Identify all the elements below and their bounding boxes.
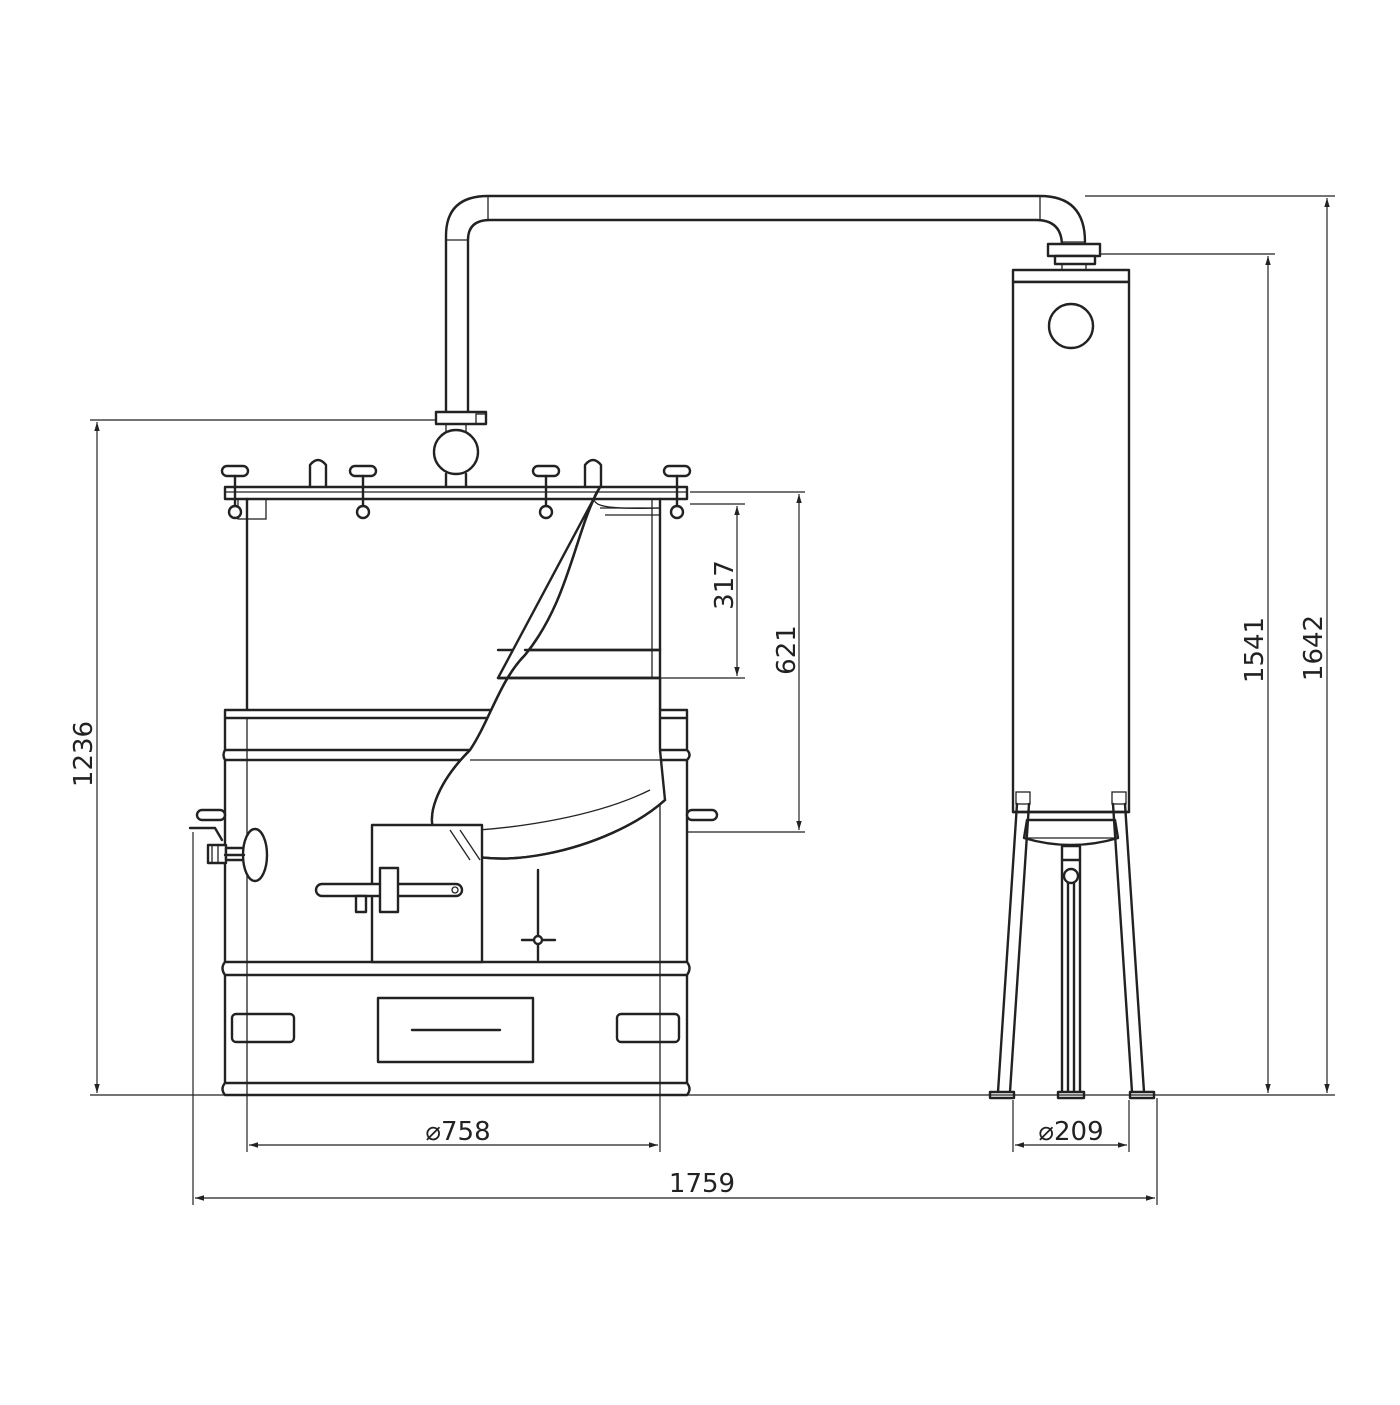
- dimension-1236: 1236: [69, 419, 436, 1093]
- lid-clamp: [348, 464, 378, 520]
- drain-valve: [188, 826, 246, 865]
- dimension-label-1541: 1541: [1240, 617, 1270, 683]
- lid-handle: [308, 458, 328, 489]
- dimension-1541: 1541: [1100, 253, 1275, 1096]
- dimension-758: ⌀758: [246, 1095, 661, 1152]
- lid-clamp: [531, 464, 561, 520]
- dimension-621: 621: [687, 491, 805, 833]
- thermometer-dial: [223, 827, 269, 883]
- pipe-clamp-right: [1046, 242, 1102, 271]
- pipe-clamp-left: [432, 410, 488, 489]
- dimension-317: 317: [660, 503, 745, 679]
- lid-handle: [583, 458, 603, 489]
- dimension-label-317: 317: [710, 560, 740, 610]
- dimension-1759: 1759: [192, 832, 1158, 1205]
- dimension-label-758: ⌀758: [425, 1117, 490, 1147]
- dimension-label-209: ⌀209: [1038, 1117, 1103, 1147]
- dimension-label-1759: 1759: [669, 1169, 735, 1199]
- boiler: [188, 458, 719, 1097]
- condenser-column: [988, 268, 1156, 1100]
- dimension-label-621: 621: [772, 625, 802, 675]
- vapor-pipe: [444, 194, 1087, 414]
- dimension-label-1642: 1642: [1299, 615, 1329, 681]
- dimension-1642: 1642: [1085, 195, 1335, 1096]
- lid-clamp: [220, 464, 250, 520]
- dimension-209: ⌀209: [1012, 1100, 1130, 1152]
- dimension-label-1236: 1236: [69, 721, 99, 787]
- lid-clamp: [662, 464, 692, 520]
